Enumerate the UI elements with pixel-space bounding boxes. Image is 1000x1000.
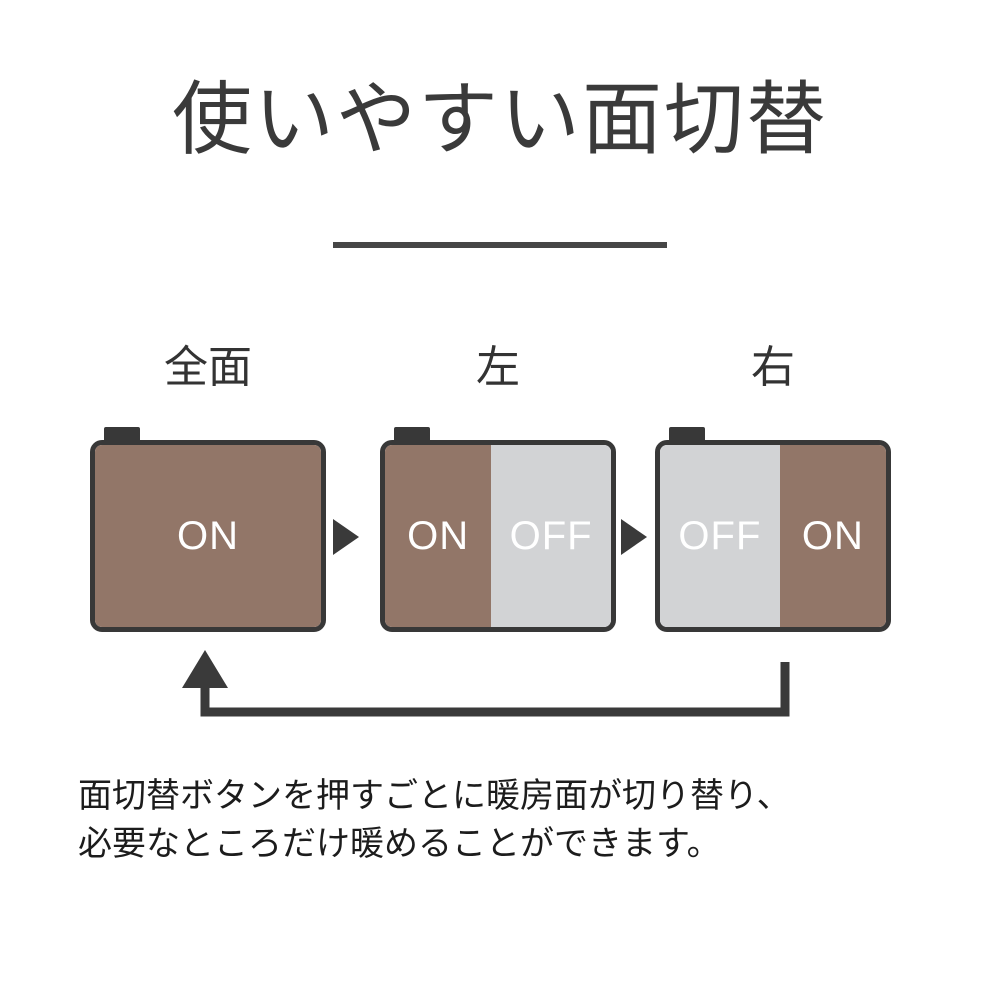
panel-label-zenmen: 全面 [164, 343, 252, 392]
title-divider [333, 242, 667, 248]
panel-nub-1 [104, 427, 140, 443]
caption-line-1: 面切替ボタンを押すごとに暖房面が切り替り、 [78, 777, 791, 815]
heater-panel-hidari[interactable]: ON OFF [380, 440, 616, 632]
panel-nub-2 [394, 427, 430, 443]
triangle-right-icon-2 [621, 519, 647, 555]
caption-line-2: 必要なところだけ暖めることができます。 [78, 825, 721, 863]
heater-panel-migi[interactable]: OFF ON [655, 440, 891, 632]
panel-segment-left-off: OFF [660, 445, 780, 627]
page-title: 使いやすい面切替 [172, 75, 828, 164]
heater-panel-zenmen[interactable]: ON [90, 440, 326, 632]
panel-label-hidari: 左 [476, 343, 520, 392]
caption-block: 面切替ボタンを押すごとに暖房面が切り替り、 必要なところだけ暖めることができます… [78, 772, 958, 868]
panel-segment-right-off: OFF [491, 445, 611, 627]
panel-segment-right-on: ON [779, 445, 886, 627]
panel-label-migi: 右 [751, 343, 795, 392]
panel-segment-on: ON [95, 445, 321, 627]
triangle-right-icon-1 [333, 519, 359, 555]
panel-nub-3 [669, 427, 705, 443]
loop-arrow-up-icon [150, 648, 850, 728]
panel-segment-left-on: ON [385, 445, 492, 627]
